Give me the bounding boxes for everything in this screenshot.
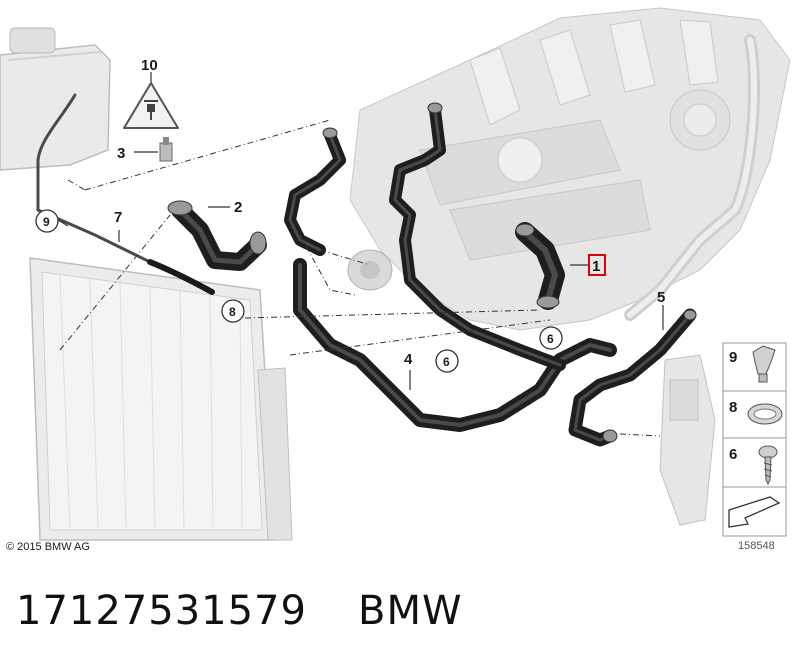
diagram-reference-number: 158548 xyxy=(738,540,775,552)
legend-label-9: 9 xyxy=(729,349,737,366)
warning-triangle xyxy=(123,82,179,129)
callout-7: 7 xyxy=(114,209,122,226)
cooling-system-diagram: 10 3 2 7 4 5 1 9 8 6 6 9 8 xyxy=(0,7,791,541)
hoses xyxy=(171,104,697,447)
callout-1-highlight xyxy=(588,254,606,276)
screw-icon xyxy=(758,445,778,486)
engine-block xyxy=(349,7,791,331)
callout-8: 8 xyxy=(229,305,236,319)
right-side-bracket xyxy=(659,354,716,526)
caption: 17127531579 BMW xyxy=(0,588,800,648)
callout-9-circle: 9 xyxy=(35,209,59,233)
clip-icon xyxy=(752,345,776,383)
brand-name: BMW xyxy=(358,588,463,634)
callout-6a: 6 xyxy=(443,355,450,369)
expansion-tank xyxy=(0,27,111,171)
callout-6b-circle: 6 xyxy=(539,326,563,350)
callout-2: 2 xyxy=(234,199,242,216)
callout-1: 1 xyxy=(592,258,600,275)
callout-10: 10 xyxy=(141,57,158,74)
callout-4: 4 xyxy=(404,351,413,368)
leader-lines xyxy=(59,119,661,437)
hose-clamps xyxy=(167,102,697,443)
callout-9: 9 xyxy=(43,215,50,229)
callout-6a-circle: 6 xyxy=(435,349,459,373)
part-number: 17127531579 xyxy=(16,588,307,634)
callout-5: 5 xyxy=(657,289,665,306)
upper-right-pipe xyxy=(624,34,761,321)
hose-clamp-icon xyxy=(747,403,783,425)
sensor xyxy=(159,137,173,162)
callout-8-circle: 8 xyxy=(221,299,245,323)
callout-leaders xyxy=(57,72,664,390)
arrow-icon xyxy=(728,496,781,528)
radiator xyxy=(29,257,293,541)
thermostat-housing xyxy=(347,249,393,291)
legend-panel: 9 8 6 xyxy=(722,342,787,537)
callout-6b: 6 xyxy=(547,332,554,346)
callout-3: 3 xyxy=(117,145,125,162)
copyright-notice: © 2015 BMW AG xyxy=(6,541,90,553)
legend-label-6: 6 xyxy=(729,446,737,463)
legend-label-8: 8 xyxy=(729,399,737,416)
